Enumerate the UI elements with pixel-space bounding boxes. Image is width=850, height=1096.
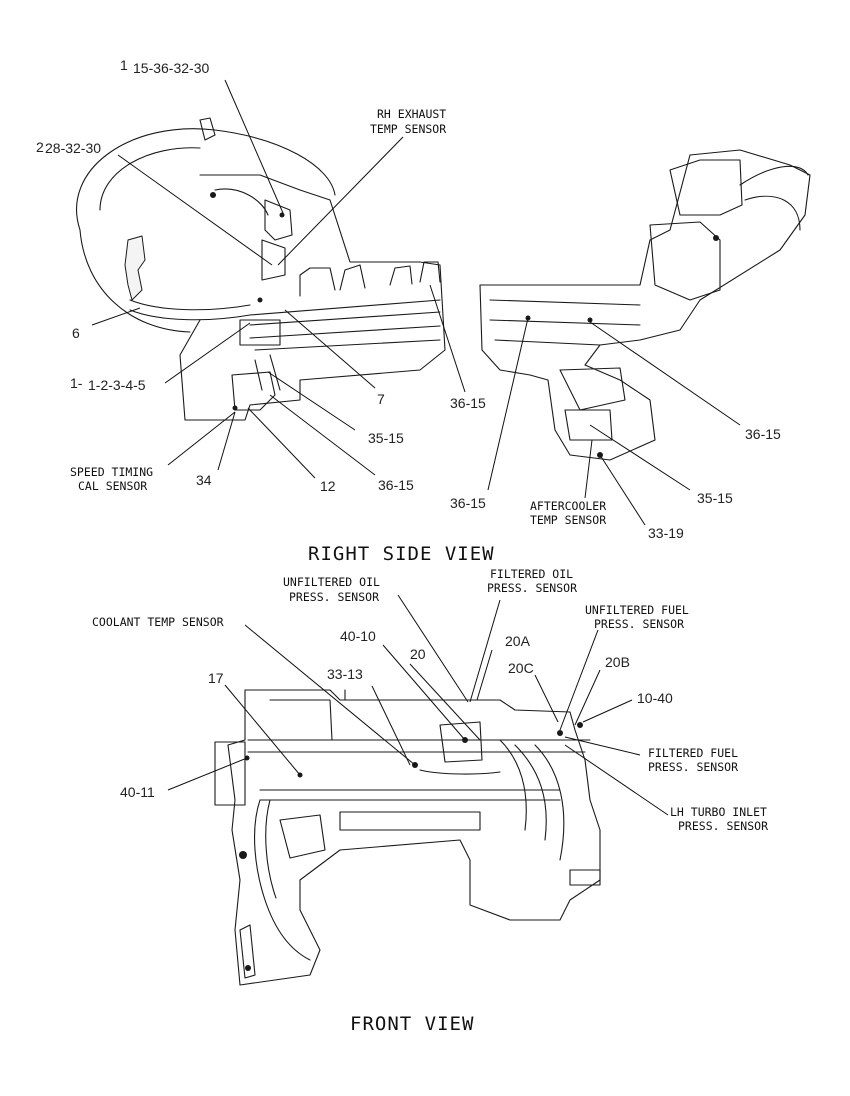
callout-prefix-1: 1: [120, 57, 128, 73]
unfiltered-fuel-press-sensor-line1: UNFILTERED FUEL: [585, 603, 689, 617]
callout-1-2-3-4-5: 1-2-3-4-5: [88, 377, 146, 393]
leader-lines: [91, 79, 741, 816]
callout-6: 6: [72, 325, 80, 341]
callout-36-15-d: 36-15: [450, 495, 486, 511]
callout-36-15-a: 36-15: [450, 395, 486, 411]
callout-15-36-32-30: 15-36-32-30: [133, 60, 209, 76]
right-side-view-title: RIGHT SIDE VIEW: [308, 543, 495, 565]
unfiltered-oil-press-sensor-line1: UNFILTERED OIL: [283, 575, 380, 589]
lh-turbo-inlet-press-sensor-line1: LH TURBO INLET: [670, 805, 767, 819]
speed-timing-cal-sensor-line2: CAL SENSOR: [78, 479, 147, 493]
callout-34: 34: [196, 472, 212, 488]
callout-35-15-b: 35-15: [697, 490, 733, 506]
filtered-fuel-press-sensor-line1: FILTERED FUEL: [648, 746, 738, 760]
callout-28-32-30: 28-32-30: [45, 140, 101, 156]
callout-33-13: 33-13: [327, 666, 363, 682]
speed-timing-cal-sensor-line1: SPEED TIMING: [70, 465, 153, 479]
callout-10-40: 10-40: [637, 690, 673, 706]
callout-20b: 20B: [605, 654, 630, 670]
callout-7: 7: [377, 391, 385, 407]
rh-exhaust-temp-sensor-line1: RH EXHAUST: [377, 107, 446, 121]
callout-20c: 20C: [508, 660, 534, 676]
unfiltered-fuel-press-sensor-line2: PRESS. SENSOR: [594, 617, 684, 631]
rh-exhaust-temp-sensor-line2: TEMP SENSOR: [370, 122, 446, 136]
callout-20: 20: [410, 646, 426, 662]
callout-17: 17: [208, 670, 224, 686]
callout-35-15-a: 35-15: [368, 430, 404, 446]
right-side-view-left-drawing: [76, 117, 446, 421]
front-view-title: FRONT VIEW: [350, 1013, 474, 1035]
filtered-fuel-press-sensor-line2: PRESS. SENSOR: [648, 760, 738, 774]
unfiltered-oil-press-sensor-line2: PRESS. SENSOR: [289, 590, 379, 604]
callout-prefix-2: 2: [36, 139, 44, 155]
aftercooler-temp-sensor-line2: TEMP SENSOR: [530, 513, 606, 527]
callout-33-19: 33-19: [648, 525, 684, 541]
callout-prefix-1-dash: 1-: [70, 375, 83, 391]
coolant-temp-sensor: COOLANT TEMP SENSOR: [92, 615, 224, 629]
aftercooler-temp-sensor-line1: AFTERCOOLER: [530, 499, 606, 513]
lh-turbo-inlet-press-sensor-line2: PRESS. SENSOR: [678, 819, 768, 833]
callout-36-15-c: 36-15: [745, 426, 781, 442]
filtered-oil-press-sensor-line1: FILTERED OIL: [490, 567, 573, 581]
right-side-view-right-drawing: [479, 149, 811, 461]
callout-20a: 20A: [505, 633, 531, 649]
callout-40-11: 40-11: [120, 784, 155, 800]
callout-36-15-b: 36-15: [378, 477, 414, 493]
callout-12: 12: [320, 478, 336, 494]
filtered-oil-press-sensor-line2: PRESS. SENSOR: [487, 581, 577, 595]
callout-40-10: 40-10: [340, 628, 376, 644]
front-view-drawing: [214, 689, 601, 986]
